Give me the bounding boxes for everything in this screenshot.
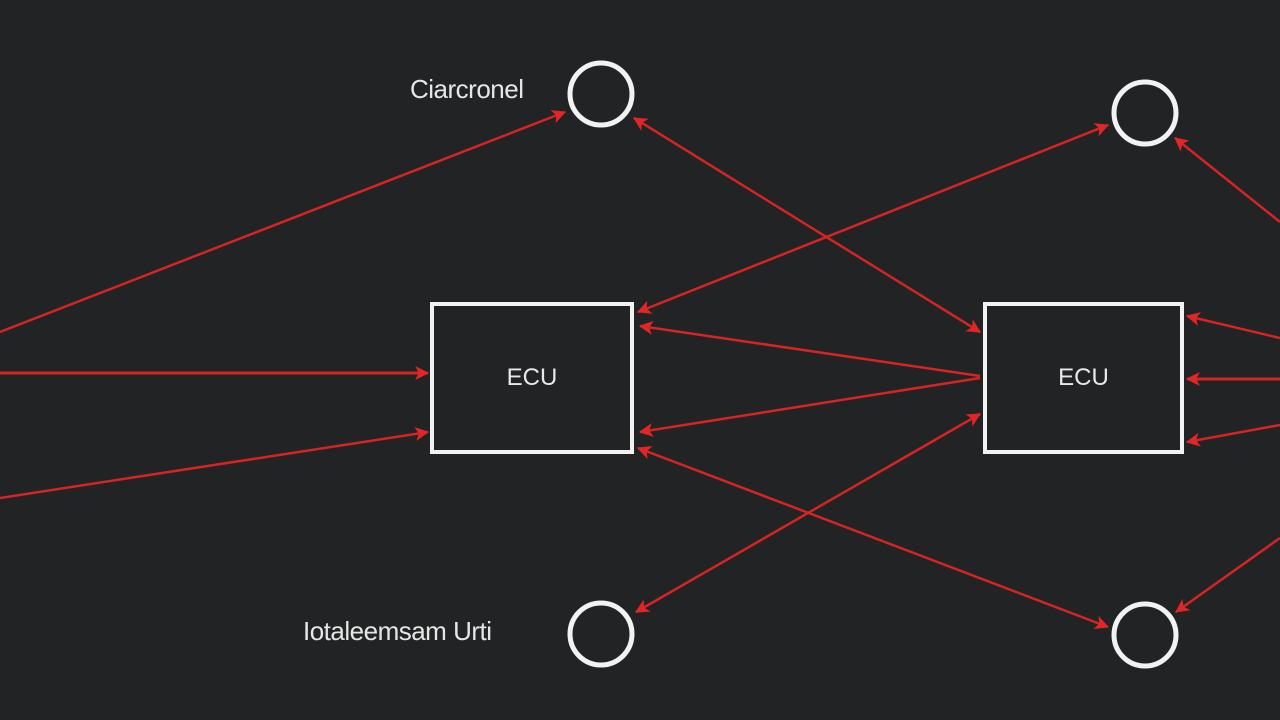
ecu-box-left: ECU bbox=[430, 302, 634, 454]
node-label-top: Ciarcronel bbox=[410, 74, 524, 104]
node-circle-bottom-left bbox=[567, 600, 635, 668]
connector-left-to-top-circle bbox=[0, 110, 567, 334]
connector-right-to-circle-br bbox=[1175, 536, 1280, 614]
node-circle-top-right bbox=[1111, 79, 1179, 147]
connector-circle-tr-to-ecu-left bbox=[636, 123, 1110, 314]
ecu-box-right-label: ECU bbox=[1058, 364, 1109, 391]
ecu-box-right: ECU bbox=[983, 302, 1184, 454]
connector-ecu-right-to-ecu-left-lower bbox=[638, 376, 981, 437]
connector-left-to-ecu-left-low bbox=[0, 427, 430, 500]
connector-ecu-left-to-circle-br bbox=[636, 446, 1110, 629]
ecu-box-left-label: ECU bbox=[506, 364, 558, 391]
connector-ecu-right-to-ecu-left-upper bbox=[638, 320, 981, 378]
connector-circle-tr-to-right-edge bbox=[1174, 137, 1280, 223]
node-circle-top-left bbox=[567, 60, 635, 128]
connector-right-to-ecu-right-top bbox=[1185, 312, 1280, 340]
connector-circle-tl-to-ecu-right bbox=[633, 116, 981, 334]
node-circle-bottom-right bbox=[1111, 601, 1179, 669]
node-label-bottom: Iotaleemsam Urti bbox=[303, 616, 492, 646]
connector-right-to-ecu-right-low bbox=[1185, 423, 1280, 447]
